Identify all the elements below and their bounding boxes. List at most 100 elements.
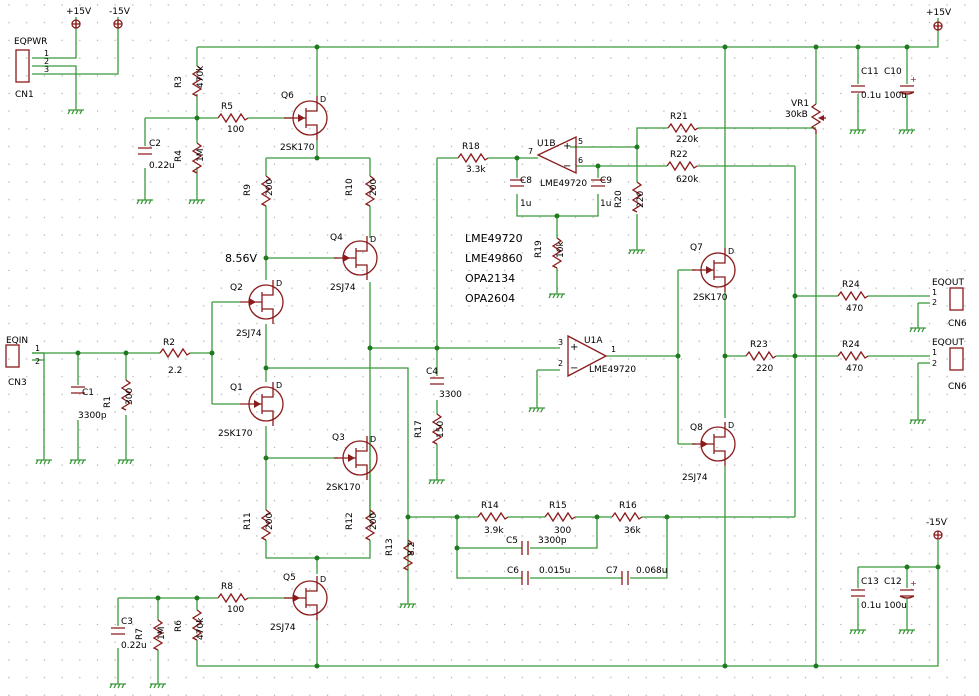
resistor-ref: R6	[174, 620, 184, 632]
svg-text:U1B: U1B	[537, 139, 556, 149]
transistor-part: 2SJ74	[236, 329, 262, 339]
capacitor-value: 0.068u	[636, 566, 667, 576]
ground-icon	[109, 683, 126, 689]
svg-text:2: 2	[932, 359, 937, 368]
resistor-value: 2.2	[168, 366, 182, 376]
capacitor-value: 0.1u	[861, 601, 881, 611]
resistor-ref: R5	[221, 102, 233, 112]
resistor-ref: R15	[549, 501, 567, 511]
resistor-value: 470	[846, 364, 863, 374]
transistor-ref: Q1	[230, 383, 243, 393]
ground-icon	[909, 327, 926, 333]
ground-icon	[428, 479, 445, 485]
resistor-ref: R20	[614, 190, 624, 208]
ground-icon	[67, 109, 84, 115]
power-flag-pos-cn1: +15V	[66, 7, 92, 29]
resistor-ref: R8	[221, 582, 233, 592]
capacitor-ref: C12	[884, 577, 902, 587]
transistor-part: 2SJ74	[330, 283, 356, 293]
capacitor-value: 3300p	[538, 536, 567, 546]
drain-pin-label: D	[276, 381, 282, 390]
connector-cn6-upper: EQOUT CN6 1 2	[932, 278, 967, 329]
capacitor-ref: C2	[149, 139, 161, 149]
power-flag-neg-cn1: -15V	[109, 7, 131, 29]
resistor-ref: R1	[103, 396, 113, 408]
capacitor-ref: C5	[506, 536, 518, 546]
svg-text:+: +	[910, 579, 917, 588]
connector-cn3: EQIN CN3 1 2	[5, 336, 40, 388]
resistor-r10: R10 200	[345, 175, 379, 207]
ground-icon	[849, 629, 866, 635]
transistor-ref: Q8	[690, 423, 703, 433]
wires	[32, 17, 939, 684]
resistor-ref: R17	[414, 420, 424, 438]
resistor-ref: R18	[462, 142, 480, 152]
capacitor-value: 100u	[884, 91, 907, 101]
drain-pin-label: D	[320, 95, 326, 104]
resistor-value: 10k	[556, 241, 566, 258]
ground-icon	[548, 293, 565, 299]
ground-icon	[117, 459, 134, 465]
drain-pin-label: D	[276, 279, 282, 288]
resistor-ref: R21	[670, 112, 688, 122]
ground-icon	[69, 459, 86, 465]
opamp-alt-2: LME49860	[465, 252, 523, 265]
resistor-ref: R10	[345, 178, 355, 196]
transistors: DQ12SK170DQ22SJ74DQ32SK170DQ42SJ74DQ52SJ…	[218, 91, 736, 633]
resistor-value: 200	[369, 513, 379, 530]
transistor-part: 2SJ74	[682, 473, 708, 483]
resistor-value: 1M	[157, 627, 167, 641]
capacitor-ref: C8	[520, 176, 532, 186]
resistor-value: 200	[369, 179, 379, 196]
svg-text:-15V: -15V	[109, 7, 131, 17]
capacitor-value: 3300	[439, 390, 462, 400]
svg-text:1: 1	[44, 49, 49, 58]
resistor-ref: R24	[842, 280, 860, 290]
capacitor-value: 100u	[884, 601, 907, 611]
connector-cn6-lower: EQOUT CN6 1 2	[932, 338, 967, 392]
svg-text:EQIN: EQIN	[6, 336, 28, 346]
resistor-value: 470k	[196, 617, 206, 640]
capacitor-value: 3300p	[78, 411, 107, 421]
ground-icon	[399, 603, 416, 609]
svg-text:3: 3	[558, 338, 563, 347]
resistor-value: 1M	[196, 149, 206, 163]
resistor-ref: R13	[385, 538, 395, 556]
resistor-ref: R3	[174, 76, 184, 88]
transistor-ref: Q4	[330, 233, 343, 243]
svg-text:6: 6	[578, 156, 583, 165]
svg-text:−: −	[563, 161, 571, 172]
svg-text:CN6: CN6	[948, 382, 967, 392]
transistor-part: 2SJ74	[270, 623, 296, 633]
resistor-value: 220	[756, 364, 773, 374]
voltage-annotation: 8.56V	[225, 252, 257, 265]
svg-text:2: 2	[44, 57, 49, 66]
capacitor-c1: C1 3300p	[71, 386, 107, 421]
ground-icon	[628, 249, 645, 255]
resistor-value: 200	[265, 513, 275, 530]
svg-text:5: 5	[578, 137, 583, 146]
capacitor-ref: C1	[82, 388, 94, 398]
capacitor-c3: C30.22u	[111, 617, 147, 651]
svg-text:+: +	[570, 342, 578, 353]
resistor-value: 36k	[624, 526, 641, 536]
svg-text:CN6: CN6	[948, 319, 967, 329]
resistor-ref: R19	[534, 240, 544, 258]
resistor-value: 300	[554, 526, 571, 536]
capacitor-value: 0.015u	[539, 566, 570, 576]
ground-icon	[898, 129, 915, 135]
